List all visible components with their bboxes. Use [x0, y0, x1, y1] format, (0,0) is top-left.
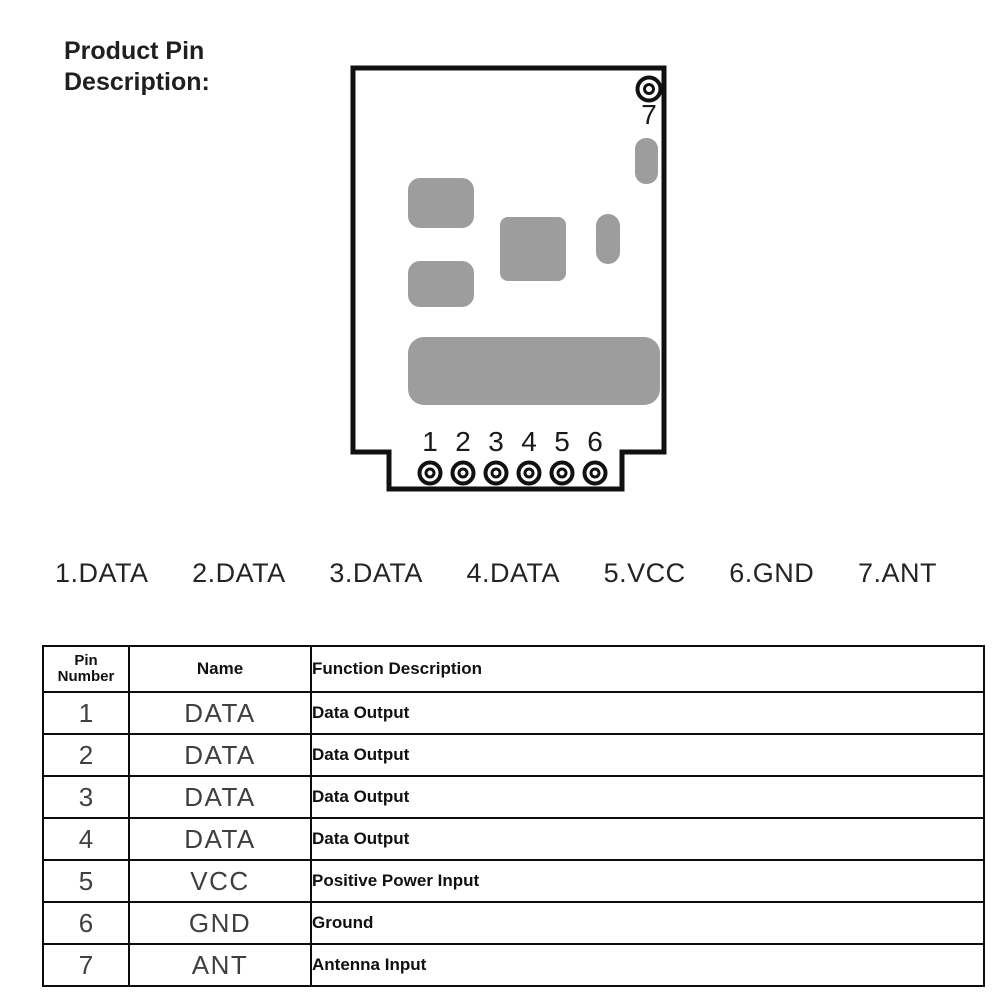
- component-antenna-pad: [635, 138, 658, 184]
- pin-number-label-1: 1: [422, 426, 438, 457]
- pin-label-2: 2.DATA: [192, 558, 286, 588]
- pin-hole-2-inner: [457, 467, 469, 479]
- table-row: 2 DATA Data Output: [42, 733, 985, 777]
- pin-label-7: 7.ANT: [857, 558, 937, 588]
- pin-label-4: 4.DATA: [466, 558, 560, 588]
- pin-name-cell: VCC: [128, 859, 312, 903]
- header-name: Name: [128, 645, 312, 693]
- pin-number-cell: 6: [42, 901, 130, 945]
- pin-label-6: 6.GND: [729, 558, 815, 588]
- pin-name-cell: DATA: [128, 691, 312, 735]
- component-block-1: [408, 178, 474, 228]
- component-block-4: [408, 261, 474, 307]
- pin-name-cell: DATA: [128, 775, 312, 819]
- table-row: 1 DATA Data Output: [42, 691, 985, 735]
- table-row: 7 ANT Antenna Input: [42, 943, 985, 987]
- pin-hole-5-inner: [556, 467, 568, 479]
- pin-label-1: 1.DATA: [55, 558, 149, 588]
- pin-function-cell: Data Output: [310, 817, 985, 861]
- table-header-row: Pin Number Name Function Description: [42, 645, 985, 693]
- pin-hole-3-inner: [490, 467, 502, 479]
- pin-name-cell: GND: [128, 901, 312, 945]
- table-row: 6 GND Ground: [42, 901, 985, 945]
- header-pin-number: Pin Number: [42, 645, 130, 693]
- page-title: Product Pin Description:: [64, 36, 210, 97]
- table-row: 4 DATA Data Output: [42, 817, 985, 861]
- table-row: 5 VCC Positive Power Input: [42, 859, 985, 903]
- pin-number-cell: 3: [42, 775, 130, 819]
- pin-label-5: 5.VCC: [603, 558, 686, 588]
- pin-function-cell: Antenna Input: [310, 943, 985, 987]
- pin-function-cell: Data Output: [310, 691, 985, 735]
- pin-number-label-5: 5: [554, 426, 570, 457]
- pcb-module-diagram: 7 1 2 3 4 5 6: [350, 65, 667, 492]
- pin7-hole-inner: [643, 83, 655, 95]
- pin-name-cell: DATA: [128, 733, 312, 777]
- pin-function-cell: Data Output: [310, 775, 985, 819]
- pin-name-cell: ANT: [128, 943, 312, 987]
- pin-description-table: Pin Number Name Function Description 1 D…: [42, 645, 985, 987]
- table-row: 3 DATA Data Output: [42, 775, 985, 819]
- pin-name-cell: DATA: [128, 817, 312, 861]
- pin-function-cell: Positive Power Input: [310, 859, 985, 903]
- pin-number-label-6: 6: [587, 426, 603, 457]
- pin-number-label-3: 3: [488, 426, 504, 457]
- pin-number-cell: 7: [42, 943, 130, 987]
- pin-number-cell: 4: [42, 817, 130, 861]
- pin-hole-1-inner: [424, 467, 436, 479]
- pin-number-label-4: 4: [521, 426, 537, 457]
- header-function-description: Function Description: [310, 645, 985, 693]
- pin-function-cell: Data Output: [310, 733, 985, 777]
- page-title-line2: Description:: [64, 67, 210, 96]
- pin7-label: 7: [641, 99, 657, 130]
- pin-hole-4-inner: [523, 467, 535, 479]
- pin-number-label-2: 2: [455, 426, 471, 457]
- pin-labels-row: 1.DATA 2.DATA 3.DATA 4.DATA 5.VCC 6.GND …: [55, 558, 937, 589]
- pin-holes-row: [417, 460, 608, 486]
- page-title-line1: Product Pin: [64, 37, 205, 65]
- pin-hole-6-inner: [589, 467, 601, 479]
- pin-number-cell: 2: [42, 733, 130, 777]
- pin-number-cell: 5: [42, 859, 130, 903]
- component-block-large: [408, 337, 660, 405]
- component-block-3: [596, 214, 620, 264]
- pin-number-cell: 1: [42, 691, 130, 735]
- pin-label-3: 3.DATA: [329, 558, 423, 588]
- component-block-2: [500, 217, 566, 281]
- pin-function-cell: Ground: [310, 901, 985, 945]
